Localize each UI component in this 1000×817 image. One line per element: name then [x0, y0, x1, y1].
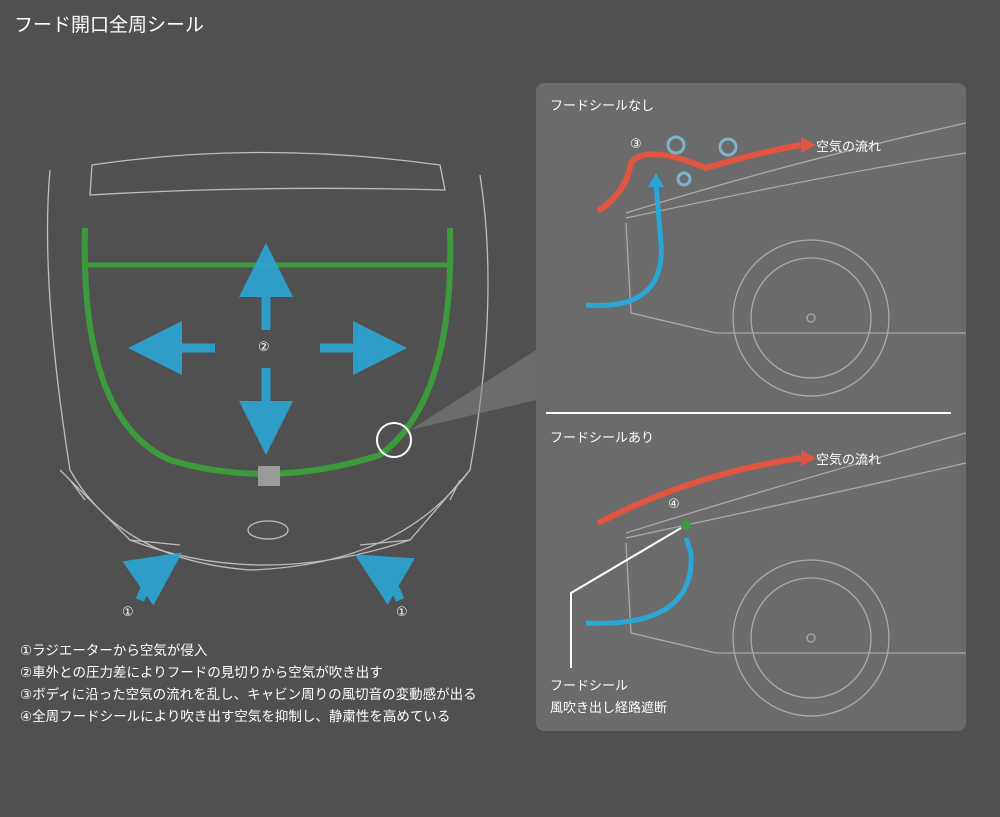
with-seal-heading: フードシールあり: [550, 431, 655, 446]
page-title: フード開口全周シール: [14, 14, 205, 36]
no-seal-heading: フードシールなし: [550, 99, 655, 114]
marker-3: ③: [630, 137, 642, 152]
notes-list: ①ラジエーターから空気が侵入 ②車外との圧力差によりフードの見切りから空気が吹き…: [20, 640, 477, 728]
airflow-label-bottom: 空気の流れ: [816, 453, 882, 468]
marker-1-right: ①: [396, 605, 408, 620]
marker-4: ④: [668, 497, 680, 512]
seal-description: 風吹き出し経路遮断: [550, 701, 668, 716]
seal-label: フードシール: [550, 679, 629, 694]
marker-2: ②: [258, 340, 270, 355]
side-car-diagrams: [546, 122, 966, 717]
note-item: ②車外との圧力差によりフードの見切りから空気が吹き出す: [20, 665, 383, 681]
airflow-label-top: 空気の流れ: [816, 140, 882, 155]
side-view-panel: フードシールなし ③ 空気の流れ フードシールあり ④ 空気の流れ フードシール…: [536, 83, 966, 731]
note-item: ④全周フードシールにより吹き出す空気を抑制し、静粛性を高めている: [20, 709, 451, 725]
marker-1-left: ①: [122, 605, 134, 620]
note-item: ③ボディに沿った空気の流れを乱し、キャビン周りの風切音の変動感が出る: [20, 687, 477, 703]
note-item: ①ラジエーターから空気が侵入: [20, 643, 208, 659]
